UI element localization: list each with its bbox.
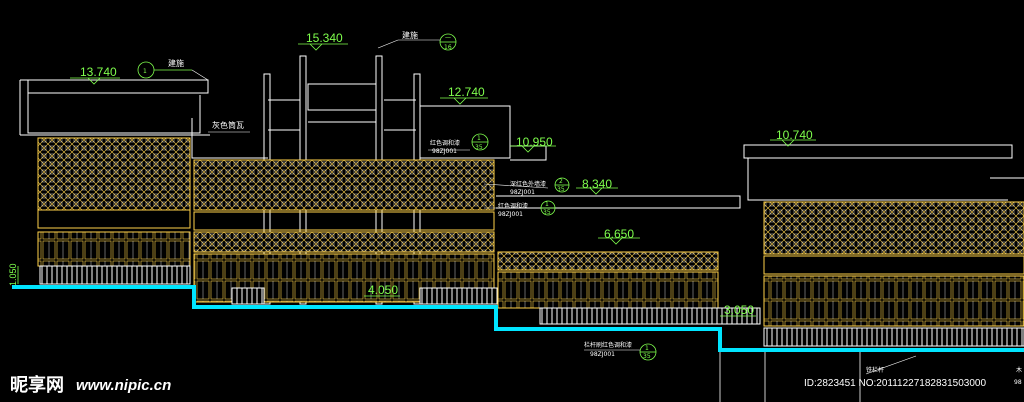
callout-circles [137,33,657,361]
level-13740: 13.740 [80,65,117,79]
callout-6-bot: 35 [643,353,651,360]
level-8340: 8.340 [582,177,612,191]
note-red-code-2: 98ZJ001 [498,211,523,218]
note-rail-code: 98ZJ001 [590,351,615,358]
right-roof-body [747,158,1008,201]
left-roof-body [27,93,201,134]
facade-mid [193,159,539,305]
watermark-id: ID:2823451 NO:20111227182831503000 [804,378,986,389]
roofs [19,79,1024,209]
facade-right [763,201,1024,347]
note-dark-red-code: 98ZJ001 [510,189,535,196]
level-15340: 15.340 [306,31,343,45]
watermark-brand: 昵享网 [10,374,64,396]
callout-3-top: 1 [477,135,481,142]
watermark-site: www.nipic.cn [76,377,171,394]
level-6650: 6.650 [604,227,634,241]
note-iron-rail: 铁栏杆 [866,366,884,374]
level-1050: 1.050 [8,263,18,286]
note-red-paint-2: 红色调和漆 [498,202,528,210]
ground-line [12,285,1024,352]
note-rail-paint: 栏杆刷红色调和漆 [584,341,632,349]
facade-step [497,251,761,325]
level-3050: 3.050 [724,303,754,317]
facade-left [37,137,191,285]
note-grey-tile: 灰色筒瓦 [212,120,244,130]
left-roof-ridge [20,79,209,94]
note-cut-right-2: 98 [1014,379,1022,386]
step-roof-2 [496,195,741,209]
mid-right-roof [420,105,511,159]
level-10740: 10.740 [776,128,813,142]
note-cut-right-1: 木 [1016,366,1022,374]
callout-5-bot: 35 [543,209,551,216]
level-10950: 10.950 [516,135,553,149]
grid-lines-below [719,352,861,402]
leader-lines [191,39,917,375]
callout-2-bot: 16 [444,44,452,51]
callout-2-top: 一 [445,35,451,42]
note-red-paint-1: 红色调和漆 [430,139,460,147]
level-markers [17,43,816,317]
note-red-code-1: 98ZJ001 [432,148,457,155]
callout-1-num: 1 [143,68,147,75]
callout-4-top: 2 [559,178,563,185]
callout-5-top: 1 [545,201,549,208]
level-12740: 12.740 [448,85,485,99]
note-jianzhi-left: 建施 [168,58,184,68]
right-roof-ridge [743,144,1013,159]
mid-left-roof [191,118,268,159]
note-dark-red-paint: 深红色外墙漆 [510,180,546,188]
note-jianzhi-mid: 建施 [402,30,418,40]
level-4050: 4.050 [368,283,398,297]
callout-6-top: 1 [645,345,649,352]
callout-3-bot: 35 [475,144,483,151]
callout-4-bot: 35 [557,186,565,193]
